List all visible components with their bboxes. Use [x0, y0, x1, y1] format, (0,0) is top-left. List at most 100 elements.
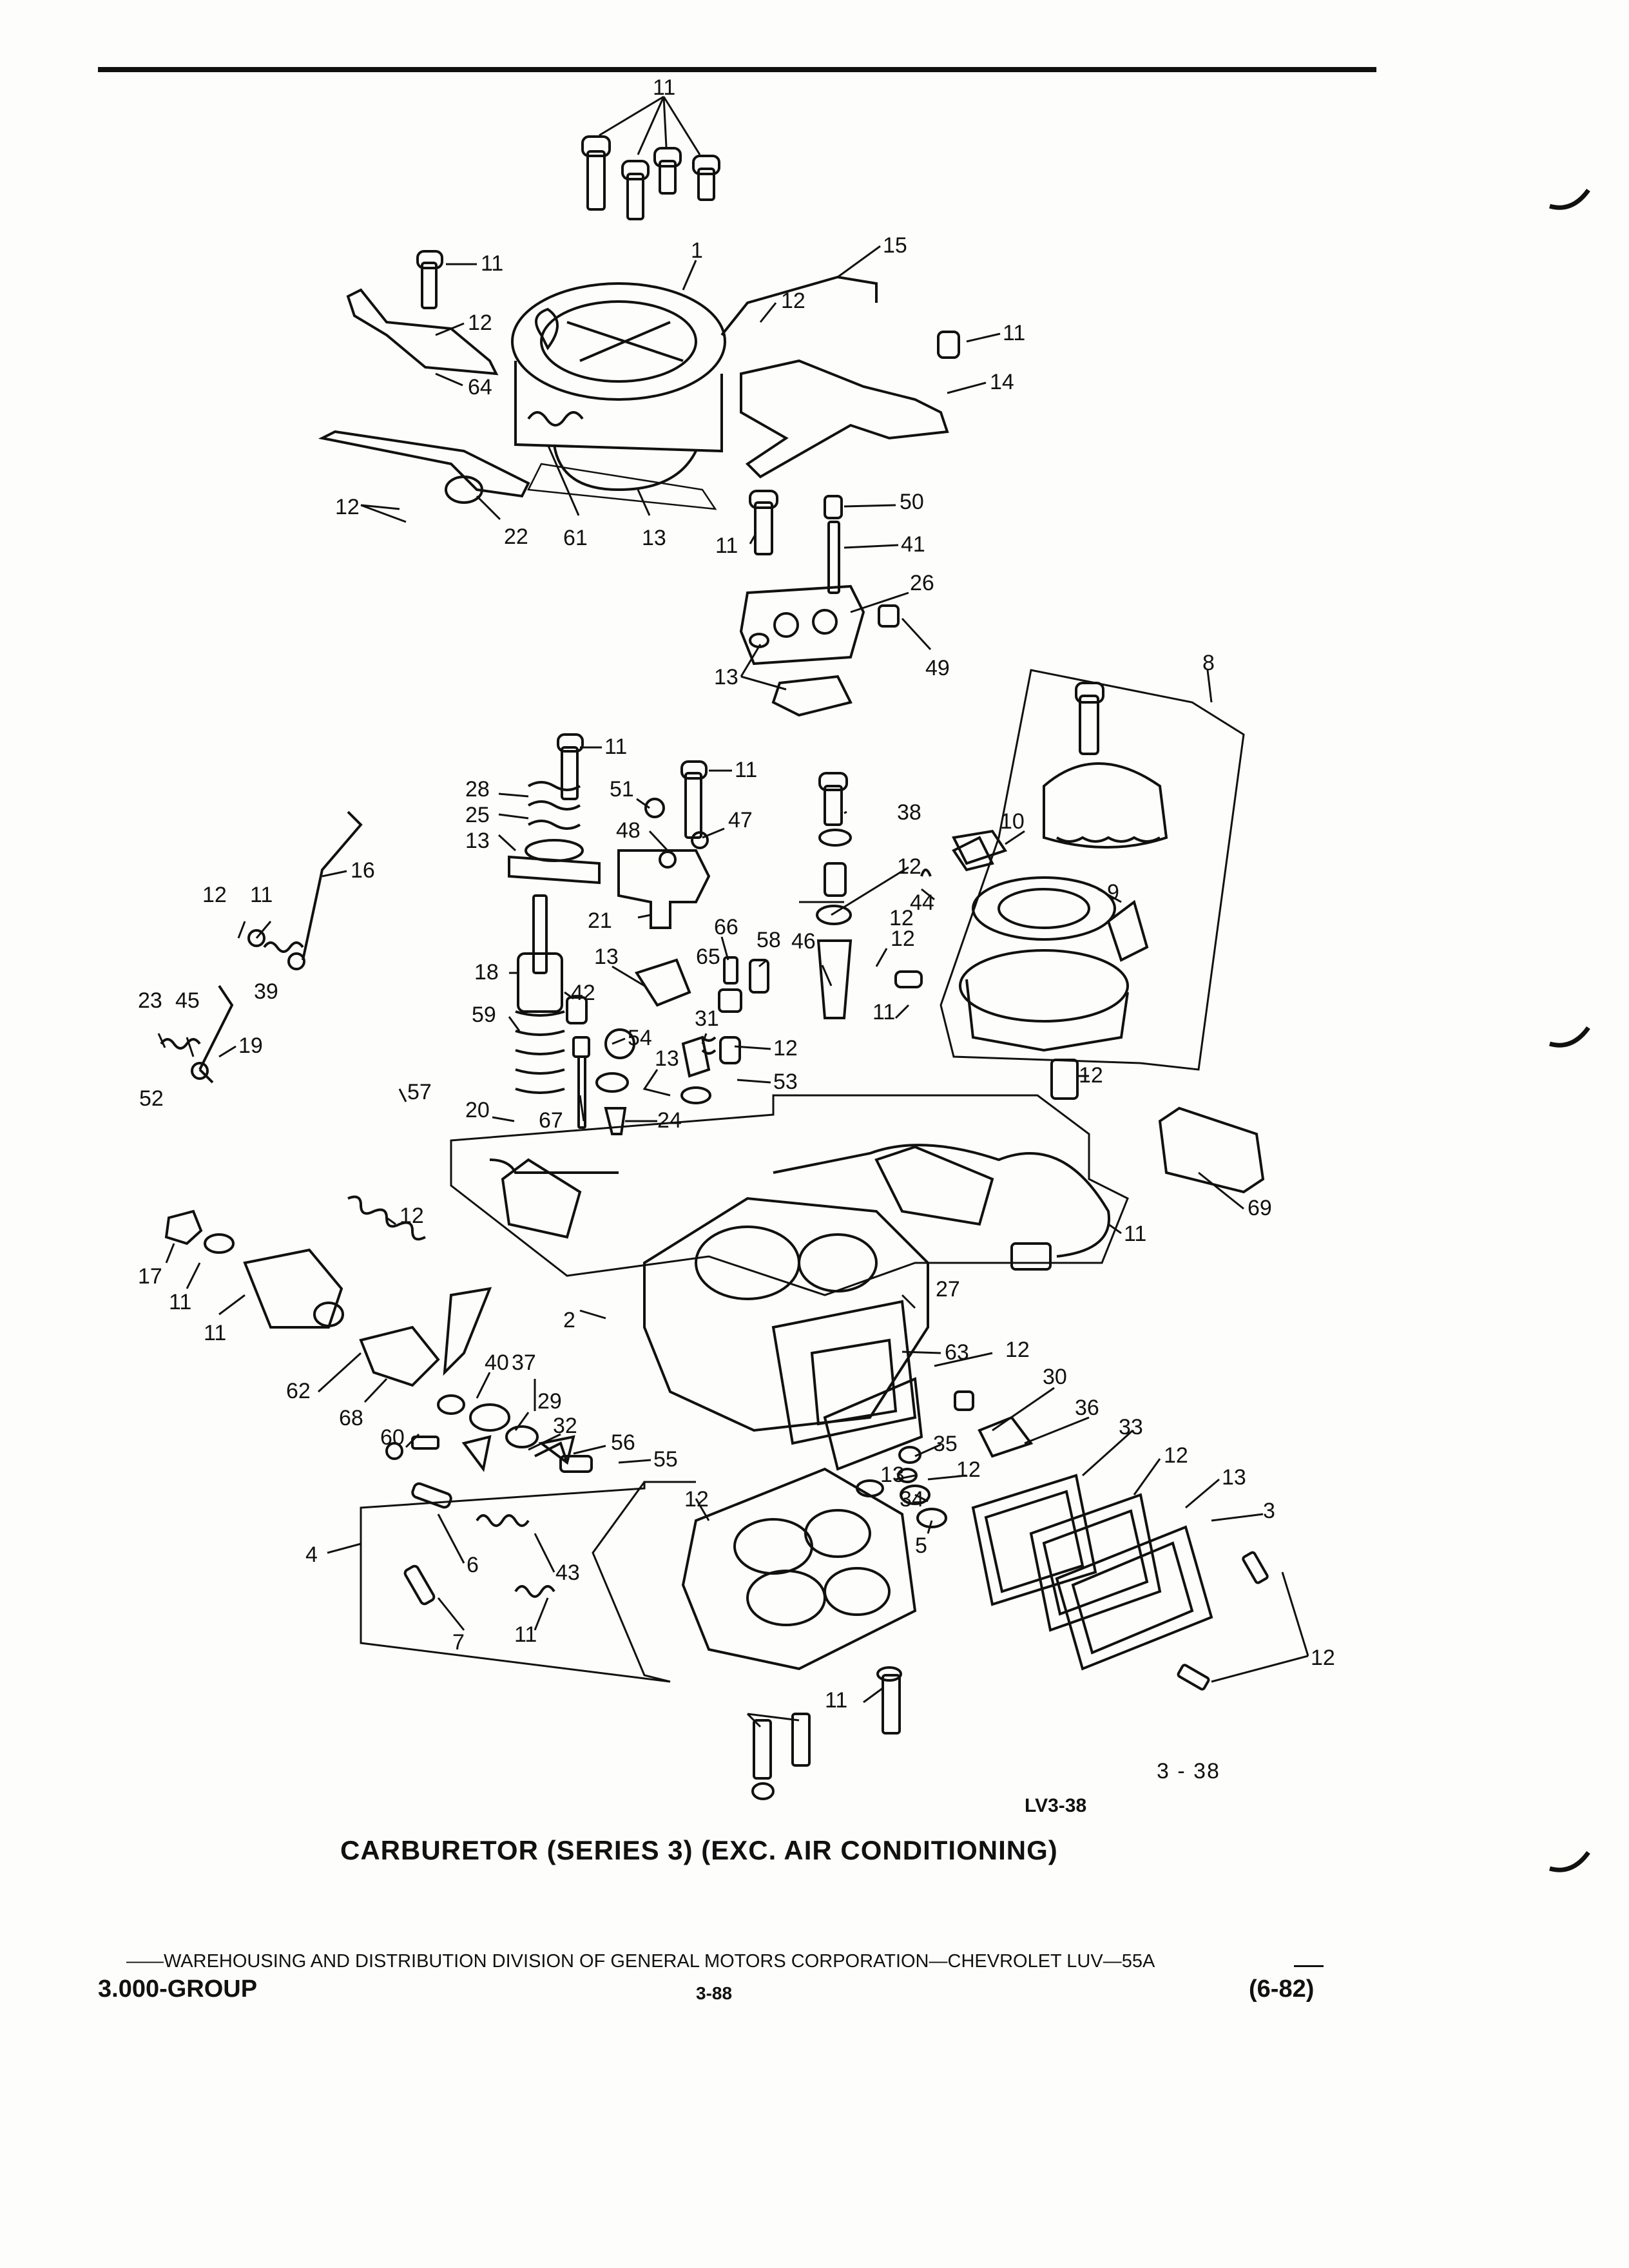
binder-mark [1549, 188, 1590, 210]
callout-label: 11 [653, 75, 675, 100]
callout-label: 11 [604, 735, 627, 759]
callout-label: 11 [825, 1688, 847, 1713]
callout-label: 14 [990, 370, 1014, 394]
callout-label: 56 [611, 1430, 635, 1455]
callout-label: 5 [915, 1533, 927, 1558]
callout-label: 61 [563, 526, 588, 550]
callout-label: 22 [504, 524, 528, 549]
footer-date: (6-82) [1249, 1975, 1315, 2003]
lever-22 [318, 430, 530, 498]
callout-label: 12 [1079, 1063, 1103, 1088]
frame-69 [450, 1094, 1129, 1296]
binder-mark [1549, 1026, 1590, 1048]
footer-publisher-line: ——WAREHOUSING AND DISTRIBUTION DIVISION … [126, 1951, 1155, 1972]
callout-label: 11 [872, 1000, 895, 1024]
callout-label: 35 [933, 1432, 958, 1456]
throttle-body [511, 282, 726, 510]
callout-label: 12 [781, 289, 805, 313]
gasket-34 [1055, 1525, 1213, 1671]
callout-label: 11 [715, 533, 738, 558]
callout-label: 48 [616, 818, 641, 843]
callout-label: 12 [468, 311, 492, 335]
callout-label: 45 [175, 988, 200, 1013]
part-21 [617, 849, 711, 929]
callout-label: 9 [1107, 880, 1119, 905]
callout-label: 37 [512, 1350, 536, 1375]
callout-label: 43 [555, 1561, 580, 1585]
bracket-64 [346, 288, 499, 376]
callout-label: 13 [594, 945, 619, 969]
callout-label: 33 [1119, 1415, 1143, 1439]
callout-label: 12 [773, 1036, 798, 1061]
callout-label: 32 [553, 1414, 577, 1438]
throttle-flange [681, 1467, 917, 1671]
callout-label: 40 [485, 1350, 509, 1375]
callout-label: 28 [465, 777, 490, 802]
callout-label: 7 [452, 1630, 465, 1655]
callout-label: 50 [900, 490, 924, 514]
callout-label: 10 [1000, 809, 1025, 834]
callout-label: 13 [880, 1463, 905, 1487]
callout-label: 60 [380, 1425, 405, 1450]
callout-label: 54 [628, 1026, 652, 1050]
callout-label: 15 [883, 233, 907, 258]
callout-label: 38 [897, 800, 921, 825]
callout-label: 44 [910, 890, 934, 915]
part-drawings [160, 135, 1269, 1800]
callout-label: 36 [1075, 1396, 1099, 1420]
callout-label: 12 [1311, 1646, 1335, 1670]
figure-caption: CARBURETOR (SERIES 3) (EXC. AIR CONDITIO… [340, 1835, 1058, 1865]
callout-label: 11 [514, 1622, 537, 1647]
footer-page-number: 3-88 [696, 1983, 733, 2003]
callout-label: 2 [563, 1308, 575, 1332]
callout-label: 55 [653, 1447, 678, 1472]
figure-number: 3 - 38 [1157, 1759, 1220, 1783]
callout-label: 3 [1263, 1499, 1275, 1523]
callout-label: 39 [254, 979, 278, 1004]
callout-label: 13 [714, 665, 738, 689]
pump-body-26 [739, 584, 865, 666]
callout-label: 41 [901, 532, 925, 557]
callout-label: 6 [467, 1553, 479, 1577]
callout-label: 31 [695, 1006, 719, 1031]
callout-label: 69 [1248, 1196, 1272, 1220]
callout-label: 66 [714, 915, 738, 939]
callout-label: 12 [400, 1204, 424, 1228]
callout-label: 4 [305, 1542, 318, 1567]
callout-label: 58 [757, 928, 781, 952]
callout-label: 12 [897, 854, 921, 879]
gasket-33 [1029, 1493, 1162, 1632]
leader-lines [157, 95, 1309, 1728]
callout-label: 62 [286, 1379, 311, 1403]
callout-label: 51 [610, 777, 634, 802]
callout-label: 13 [655, 1046, 679, 1071]
callout-label: 67 [539, 1108, 563, 1133]
callout-label: 27 [936, 1277, 960, 1302]
figure-code: LV3-38 [1025, 1795, 1087, 1816]
bracket-14 [740, 359, 949, 479]
callout-label: 57 [407, 1080, 432, 1104]
binder-mark [1549, 1850, 1590, 1872]
callout-label: 30 [1043, 1365, 1067, 1389]
footer-dash [1294, 1965, 1324, 1967]
callout-label: 11 [481, 251, 503, 276]
callout-label: 13 [642, 526, 666, 550]
callout-label: 11 [204, 1321, 226, 1345]
callout-label: 19 [238, 1033, 263, 1058]
callout-label: 1 [691, 238, 703, 263]
callout-label: 11 [735, 758, 757, 782]
callout-label: 63 [945, 1340, 969, 1365]
callout-label: 68 [339, 1406, 363, 1430]
callout-label: 18 [474, 960, 499, 985]
callout-label: 12 [202, 883, 227, 907]
callout-label: 49 [925, 656, 950, 680]
top-screws [581, 135, 720, 220]
top-rule [98, 67, 1376, 72]
callout-label: 42 [571, 981, 595, 1005]
callout-label: 53 [773, 1070, 798, 1094]
callout-label: 23 [138, 988, 162, 1013]
callout-label: 16 [351, 858, 375, 883]
frame-3 [360, 1481, 696, 1683]
